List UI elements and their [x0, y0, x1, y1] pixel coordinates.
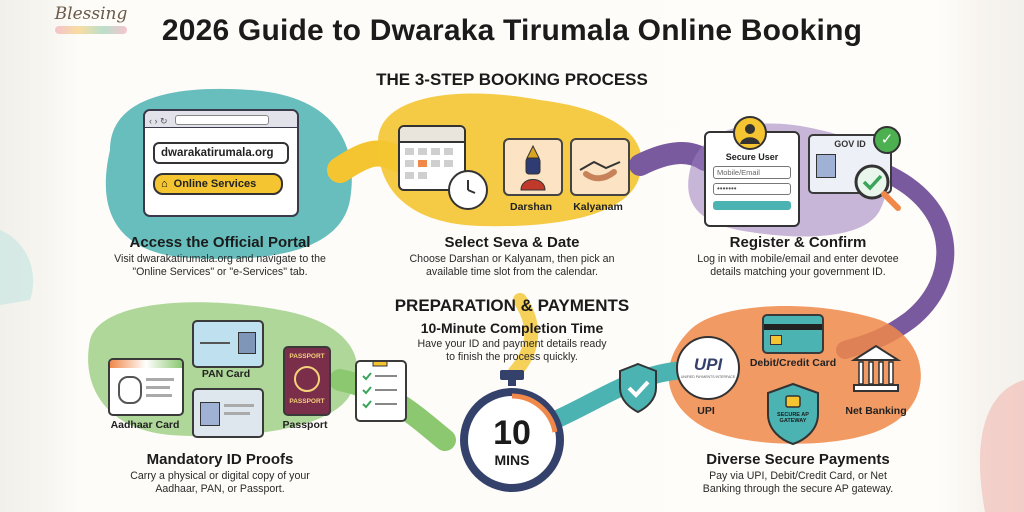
handshake-icon [579, 160, 621, 182]
path-yellow-to-timer [508, 293, 539, 379]
bank-icon [850, 342, 902, 396]
checklist-icon [355, 358, 407, 422]
upi-label: UPI [697, 405, 715, 417]
browser-nav-icons: ‹ › ↻ [149, 116, 168, 126]
kalyanam-option[interactable] [570, 138, 630, 196]
card-label: Debit/Credit Card [749, 357, 837, 369]
browser-window: ‹ › ↻ dwarakatirumala.org ⌂ Online Servi… [143, 109, 299, 217]
timer-number: 10 [493, 414, 531, 452]
password-field[interactable]: ••••••• [713, 183, 791, 195]
orange-blob [668, 306, 921, 444]
gateway-text: SECURE AP GATEWAY [777, 412, 809, 425]
shield-check-icon [616, 362, 660, 414]
step1-title: Access the Official Portal [129, 234, 311, 251]
step2-title: Select Seva & Date [444, 234, 580, 251]
id-proofs-title: Mandatory ID Proofs [146, 451, 294, 468]
id-photo [816, 154, 836, 178]
completion-time-subheading: 10-Minute Completion Time [420, 320, 604, 336]
aadhaar-label: Aadhaar Card [110, 419, 180, 431]
globe-icon [294, 366, 320, 392]
step2-desc: Choose Darshan or Kalyanam, then pick an… [382, 253, 642, 279]
mobile-email-field[interactable]: Mobile/Email [713, 166, 791, 179]
step3-desc-line1: Log in with mobile/email and enter devot… [697, 253, 899, 265]
step1-desc-line2: "Online Services" or "e-Services" tab. [132, 266, 308, 279]
passport-label: Passport [282, 419, 328, 431]
step1-desc-line1: Visit dwarakatirumala.org and navigate t… [114, 253, 326, 265]
aadhaar-card [108, 358, 184, 416]
kalyanam-label: Kalyanam [573, 201, 623, 213]
form-title: Secure User [725, 152, 779, 162]
confirm-button[interactable] [713, 201, 791, 210]
page-title: 2026 Guide to Dwaraka Tirumala Online Bo… [161, 14, 863, 47]
step3-desc-line2: details matching your government ID. [710, 266, 886, 279]
stopwatch: 10 MINS [452, 370, 572, 495]
upi-logo: UPI UNIFIED PAYMENTS INTERFACE [676, 336, 740, 400]
preparation-desc-line2: to finish the process quickly. [446, 351, 578, 364]
step3-desc: Log in with mobile/email and enter devot… [668, 253, 928, 279]
clock-icon [448, 170, 488, 210]
temple-icon: ⌂ [161, 178, 168, 190]
fingerprint-icon [118, 376, 142, 404]
credit-card-icon [762, 314, 824, 354]
passport-top-text: PASSPORT [289, 353, 325, 360]
upi-logo-text: UPI [693, 355, 723, 374]
pan-label: PAN Card [201, 368, 251, 380]
payments-desc-line2: Banking through the secure AP gateway. [702, 483, 894, 496]
section-heading-preparation: PREPARATION & PAYMENTS [394, 296, 630, 315]
decor-teal-left [0, 230, 34, 305]
step1-desc: Visit dwarakatirumala.org and navigate t… [90, 253, 350, 279]
gov-id-label: GOV ID [834, 139, 866, 149]
step2-desc-line2: available time slot from the calendar. [426, 266, 598, 279]
browser-address-bar [175, 114, 269, 125]
upi-tagline: UNIFIED PAYMENTS INTERFACE [680, 375, 736, 379]
darshan-label: Darshan [509, 201, 552, 213]
id-proofs-desc-line1: Carry a physical or digital copy of your [130, 470, 310, 482]
payments-title: Diverse Secure Payments [706, 451, 890, 468]
secure-gateway-badge: SECURE AP GATEWAY [764, 382, 822, 446]
user-avatar-icon [733, 116, 767, 150]
decor-pink-corner [979, 380, 1024, 512]
calendar-icon [398, 125, 466, 191]
checkmark-badge-icon: ✓ [873, 126, 901, 154]
logo-floral-decoration [55, 26, 127, 34]
darshan-option[interactable] [503, 138, 563, 196]
payments-desc: Pay via UPI, Debit/Credit Card, or Net B… [668, 470, 928, 496]
timer-unit: MINS [494, 452, 530, 468]
brand-logo: Blessing [46, 4, 136, 38]
passport-bottom-text: PASSPORT [289, 398, 325, 405]
id-proofs-desc-line2: Aadhaar, PAN, or Passport. [155, 483, 285, 496]
logo-text: Blessing [54, 4, 128, 24]
deity-icon [520, 144, 546, 191]
pan-card [192, 320, 264, 368]
step3-title: Register & Confirm [729, 234, 867, 251]
step2-desc-line1: Choose Darshan or Kalyanam, then pick an [409, 253, 615, 265]
online-services-label: Online Services [173, 178, 257, 190]
passport-book: PASSPORT PASSPORT [283, 346, 331, 416]
online-services-button[interactable]: ⌂ Online Services [153, 173, 283, 195]
portal-url: dwarakatirumala.org [153, 142, 289, 164]
net-banking-label: Net Banking [845, 405, 907, 417]
payments-desc-line1: Pay via UPI, Debit/Credit Card, or Net [709, 470, 887, 482]
section-heading-booking: THE 3-STEP BOOKING PROCESS [376, 70, 648, 89]
browser-toolbar: ‹ › ↻ [145, 111, 297, 128]
preparation-desc: Have your ID and payment details ready t… [382, 338, 642, 364]
preparation-desc-line1: Have your ID and payment details ready [417, 338, 607, 350]
photo-id-card [192, 388, 264, 438]
magnifier-check-icon [846, 158, 906, 218]
id-proofs-desc: Carry a physical or digital copy of your… [90, 470, 350, 496]
